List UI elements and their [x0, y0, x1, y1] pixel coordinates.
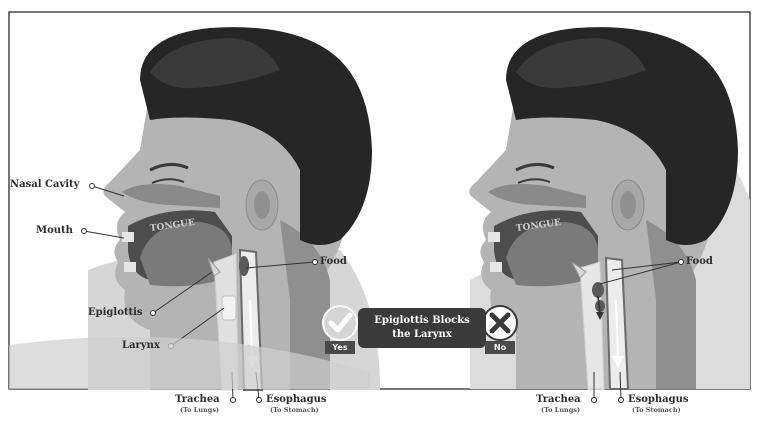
- label-food-right: Food: [686, 257, 713, 267]
- no-tag: No: [485, 341, 515, 354]
- label-trachea-right: Trachea: [536, 395, 581, 405]
- right-ear-inner: [620, 191, 636, 219]
- left-larynx: [222, 296, 236, 320]
- right-upper-teeth: [488, 232, 500, 242]
- right-trachea-dot: [592, 398, 597, 403]
- epiglottis-banner: Epiglottis Blocks the Larynx: [358, 308, 486, 348]
- left-upper-teeth: [122, 232, 134, 242]
- label-epiglottis: Epiglottis: [88, 308, 143, 318]
- label-esophagus-right: Esophagus: [628, 395, 689, 405]
- left-lower-teeth: [124, 262, 136, 272]
- label-trachea-left: Trachea: [175, 395, 220, 405]
- label-food-left: Food: [320, 257, 347, 267]
- left-trachea-dot: [231, 398, 236, 403]
- left-food-bolus: [239, 256, 249, 276]
- label-nasal-cavity: Nasal Cavity: [10, 180, 80, 190]
- yes-tag: Yes: [325, 341, 355, 354]
- right-food-dot: [679, 260, 684, 265]
- check-icon: [323, 306, 357, 340]
- label-esophagus-right-sub: (To Stomach): [632, 407, 681, 414]
- label-trachea-left-sub: (To Lungs): [180, 407, 219, 414]
- label-trachea-right-sub: (To Lungs): [541, 407, 580, 414]
- left-esophagus-dot: [257, 398, 262, 403]
- left-ear-inner: [254, 191, 270, 219]
- right-esophagus-dot: [619, 398, 624, 403]
- label-larynx: Larynx: [122, 341, 160, 351]
- label-esophagus-left: Esophagus: [266, 395, 327, 405]
- label-esophagus-left-sub: (To Stomach): [270, 407, 319, 414]
- banner-line-1: Epiglottis Blocks: [358, 314, 486, 328]
- left-mouth-dot: [82, 229, 87, 234]
- label-mouth: Mouth: [36, 226, 73, 236]
- banner-line-2: the Larynx: [358, 328, 486, 342]
- right-lower-teeth: [490, 262, 502, 272]
- right-food-bolus-upper: [592, 282, 604, 298]
- left-food-dot: [313, 260, 318, 265]
- left-nasal-dot: [90, 184, 95, 189]
- left-epiglottis-dot: [151, 311, 156, 316]
